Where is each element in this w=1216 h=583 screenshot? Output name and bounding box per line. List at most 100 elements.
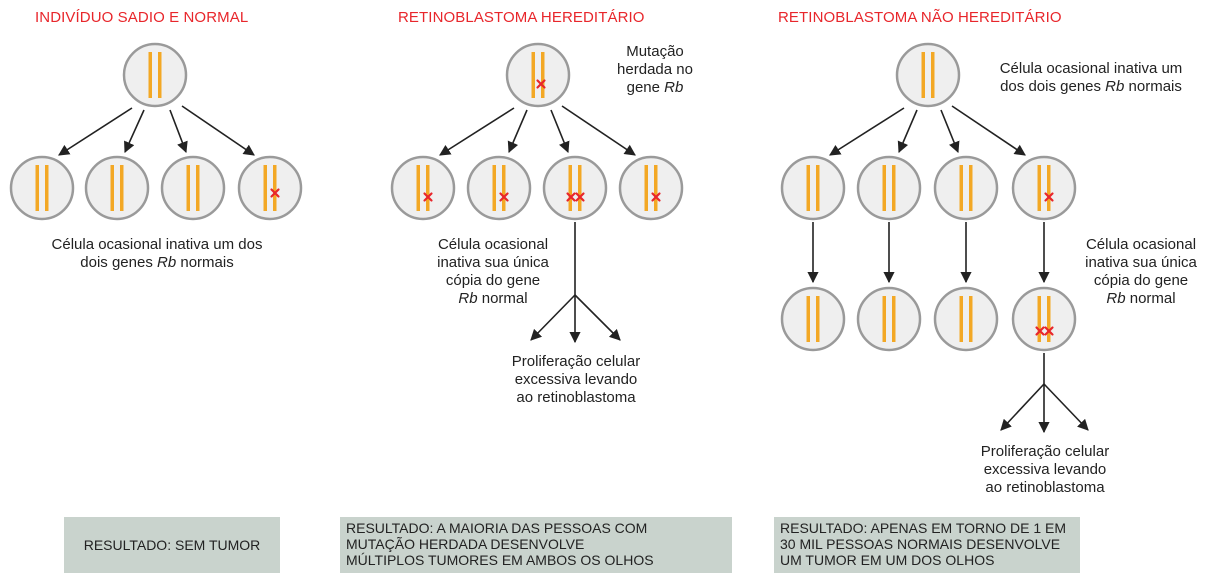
arrows-layer <box>58 105 1089 434</box>
panel-title-normal: INDIVÍDUO SADIO E NORMAL <box>35 9 249 26</box>
parent-cell-non-hereditary <box>895 42 961 108</box>
chromosome <box>892 296 896 342</box>
daughter-cell-normal-4 <box>237 155 303 221</box>
chromosome <box>882 165 886 211</box>
chromosome <box>492 165 496 211</box>
arrow <box>507 109 528 154</box>
chromosome <box>186 165 190 211</box>
granddaughter-cell-non-hereditary-1 <box>780 286 846 352</box>
granddaughter-cell-non-hereditary-2 <box>856 286 922 352</box>
hereditary-cell-label: Célula ocasional inativa sua única cópia… <box>437 236 549 307</box>
chromosome <box>541 52 545 98</box>
chromosome <box>816 165 820 211</box>
cell-membrane <box>895 42 961 108</box>
chromosome <box>654 165 658 211</box>
non-hereditary-cell-label: Célula ocasional inativa sua única cópia… <box>1085 236 1197 307</box>
chromosome <box>1037 296 1041 342</box>
arrow <box>951 105 1026 156</box>
chromosome <box>148 52 152 98</box>
cell-membrane <box>780 286 846 352</box>
chromosome <box>1047 165 1051 211</box>
panel-title-hereditary: RETINOBLASTOMA HEREDITÁRIO <box>398 9 645 26</box>
arrow <box>897 109 918 154</box>
cell-membrane <box>9 155 75 221</box>
chromosome <box>196 165 200 211</box>
arrow <box>169 109 188 154</box>
granddaughter-cell-non-hereditary-3 <box>933 286 999 352</box>
chromosome <box>426 165 430 211</box>
cell-membrane <box>542 155 608 221</box>
cell-membrane <box>1011 155 1077 221</box>
chromosome <box>892 165 896 211</box>
arrow <box>1000 383 1045 431</box>
cell-membrane <box>505 42 571 108</box>
result-box-normal: RESULTADO: SEM TUMOR <box>64 517 280 573</box>
daughter-cell-normal-3 <box>160 155 226 221</box>
result-box-hereditary: RESULTADO: A MAIORIA DAS PESSOAS COM MUT… <box>340 517 732 573</box>
non-hereditary-proliferation-label: Proliferação celular excessiva levando a… <box>980 443 1110 496</box>
cell-membrane <box>1011 286 1077 352</box>
daughter-cell-hereditary-1 <box>390 155 456 221</box>
chromosome <box>273 165 277 211</box>
chromosome <box>882 296 886 342</box>
chromosome <box>806 165 810 211</box>
daughter-cell-non-hereditary-4 <box>1011 155 1077 221</box>
arrow <box>1043 383 1089 431</box>
chromosome <box>1047 296 1051 342</box>
cell-membrane <box>160 155 226 221</box>
chromosome <box>816 296 820 342</box>
cell-membrane <box>933 155 999 221</box>
arrow <box>940 109 960 154</box>
chromosome <box>568 165 572 211</box>
panel-title-non-hereditary: RETINOBLASTOMA NÃO HEREDITÁRIO <box>778 9 1062 26</box>
arrow <box>181 105 255 156</box>
arrow <box>550 109 570 154</box>
normal-label-line-1: Célula ocasional inativa um dos <box>51 236 263 253</box>
chromosome <box>921 52 925 98</box>
cell-membrane <box>84 155 150 221</box>
chromosome <box>644 165 648 211</box>
chromosome <box>45 165 49 211</box>
chromosome <box>531 52 535 98</box>
chromosome <box>263 165 267 211</box>
daughter-cell-normal-2 <box>84 155 150 221</box>
cell-membrane <box>237 155 303 221</box>
normal-cell-label: Célula ocasional inativa um dos dois gen… <box>32 236 282 272</box>
parent-cell-normal <box>122 42 188 108</box>
chromosome <box>120 165 124 211</box>
daughter-cell-hereditary-4 <box>618 155 684 221</box>
hereditary-proliferation-label: Proliferação celular excessiva levando a… <box>511 353 641 406</box>
arrow <box>829 107 905 156</box>
parent-cell-hereditary <box>505 42 571 108</box>
result-box-non-hereditary: RESULTADO: APENAS EM TORNO DE 1 EM 30 MI… <box>774 517 1080 573</box>
chromosome <box>416 165 420 211</box>
chromosome <box>806 296 810 342</box>
daughter-cell-non-hereditary-2 <box>856 155 922 221</box>
daughter-cell-non-hereditary-1 <box>780 155 846 221</box>
chromosome <box>502 165 506 211</box>
non-hereditary-top-label: Célula ocasional inativa um dos dois gen… <box>999 60 1183 95</box>
chromosome <box>110 165 114 211</box>
cell-membrane <box>933 286 999 352</box>
arrow <box>124 109 145 154</box>
arrow <box>439 107 515 156</box>
chromosome <box>969 296 973 342</box>
granddaughter-cell-non-hereditary-4 <box>1011 286 1077 352</box>
cell-membrane <box>122 42 188 108</box>
arrow <box>561 105 636 156</box>
cell-membrane <box>856 286 922 352</box>
daughter-cell-non-hereditary-3 <box>933 155 999 221</box>
daughter-cell-normal-1 <box>9 155 75 221</box>
chromosome <box>158 52 162 98</box>
chromosome <box>35 165 39 211</box>
cell-membrane <box>780 155 846 221</box>
chromosome <box>578 165 582 211</box>
cell-membrane <box>618 155 684 221</box>
normal-label-line-2: dois genes Rb normais <box>80 254 234 271</box>
daughter-cell-hereditary-3 <box>542 155 608 221</box>
chromosome <box>1037 165 1041 211</box>
cell-membrane <box>390 155 456 221</box>
arrow <box>574 294 621 341</box>
arrow <box>530 294 576 341</box>
